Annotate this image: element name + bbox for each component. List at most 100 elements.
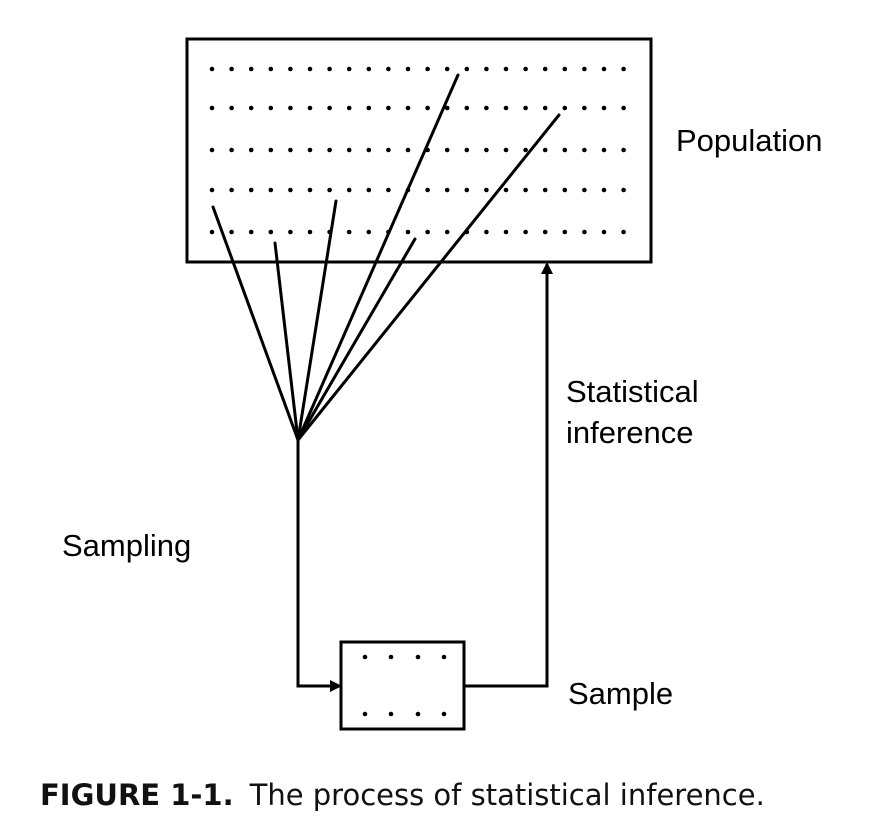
sampling-line-4: [296, 73, 460, 442]
population-dot: [444, 229, 450, 235]
population-dot: [425, 105, 430, 111]
population-dot: [523, 187, 528, 193]
population-dot: [366, 187, 372, 193]
figure-caption: FIGURE 1-1. The process of statistical i…: [40, 778, 765, 812]
sampling-arrow: [296, 440, 342, 692]
sampling-line-5: [296, 237, 417, 442]
population-dot: [464, 187, 470, 193]
population-dot: [366, 229, 372, 235]
sample-dot: [441, 654, 447, 660]
population-dot: [327, 105, 332, 111]
population-dot: [307, 229, 313, 235]
sample-dot: [441, 711, 447, 717]
population-dot: [405, 147, 411, 153]
population-dot: [268, 147, 274, 153]
population-dot: [288, 66, 293, 72]
population-dot: [621, 105, 626, 111]
population-dot: [346, 187, 352, 193]
population-dot: [229, 147, 234, 153]
figure-number: FIGURE 1-1.: [40, 778, 234, 812]
population-dot: [464, 105, 470, 111]
sample-dot: [388, 654, 394, 660]
population-dot: [425, 229, 430, 235]
population-dot: [288, 147, 293, 153]
population-dot: [523, 66, 528, 72]
population-dot: [268, 187, 274, 193]
population-dot: [601, 66, 607, 72]
population-dot: [601, 187, 607, 193]
population-dot: [484, 147, 489, 153]
population-dot: [621, 147, 626, 153]
population-dot: [248, 147, 254, 153]
population-dot: [405, 105, 411, 111]
population-dot: [288, 187, 293, 193]
population-dot: [386, 105, 391, 111]
population-dot: [346, 147, 352, 153]
population-dot: [386, 187, 391, 193]
population-dot: [542, 105, 548, 111]
population-dot: [307, 187, 313, 193]
population-dot: [523, 147, 528, 153]
sample-dot: [362, 711, 368, 717]
population-dot: [366, 66, 372, 72]
population-dot: [484, 229, 489, 235]
population-dot: [621, 229, 626, 235]
population-dot: [307, 147, 313, 153]
population-dot: [327, 66, 332, 72]
population-dot: [601, 229, 607, 235]
sampling-line-3: [296, 199, 338, 442]
sample-box: [339, 640, 466, 731]
population-dots: [209, 66, 626, 235]
population-dot: [542, 187, 548, 193]
population-dot: [582, 187, 587, 193]
population-dot: [562, 147, 568, 153]
population-dot: [248, 187, 254, 193]
population-dot: [425, 66, 430, 72]
population-box: [185, 37, 653, 264]
population-dot: [386, 66, 391, 72]
sampling-line-2: [273, 241, 300, 442]
sampling-label: Sampling: [62, 528, 191, 563]
population-dot: [346, 229, 352, 235]
population-dot: [523, 105, 528, 111]
population-dot: [562, 66, 568, 72]
population-dot: [248, 66, 254, 72]
sample-dot: [415, 654, 421, 660]
population-dot: [444, 66, 450, 72]
population-dot: [542, 66, 548, 72]
population-dot: [386, 147, 391, 153]
figure-caption-text: The process of statistical inference.: [249, 778, 765, 812]
population-dot: [288, 105, 293, 111]
population-dot: [484, 105, 489, 111]
population-label: Population: [676, 123, 823, 158]
population-dot: [366, 105, 372, 111]
population-dot: [582, 66, 587, 72]
population-dot: [209, 105, 215, 111]
population-dot: [229, 229, 234, 235]
population-dot: [444, 105, 450, 111]
population-dot: [542, 229, 548, 235]
population-dot: [405, 66, 411, 72]
population-dot: [503, 187, 509, 193]
population-dot: [346, 105, 352, 111]
population-dot: [582, 229, 587, 235]
population-dot: [327, 187, 332, 193]
population-dot: [503, 105, 509, 111]
sample-dot: [415, 711, 421, 717]
population-dot: [268, 66, 274, 72]
population-dot: [484, 187, 489, 193]
population-dot: [248, 229, 254, 235]
population-dot: [582, 147, 587, 153]
population-dot: [425, 187, 430, 193]
population-dot: [621, 66, 626, 72]
population-dot: [601, 147, 607, 153]
population-dot: [209, 66, 215, 72]
population-dot: [542, 147, 548, 153]
sample-dots: [362, 654, 447, 717]
population-dot: [229, 105, 234, 111]
population-dot: [366, 147, 372, 153]
statistical-inference-label-line1: Statistical: [566, 374, 699, 409]
population-dot: [484, 66, 489, 72]
population-dot: [562, 105, 568, 111]
